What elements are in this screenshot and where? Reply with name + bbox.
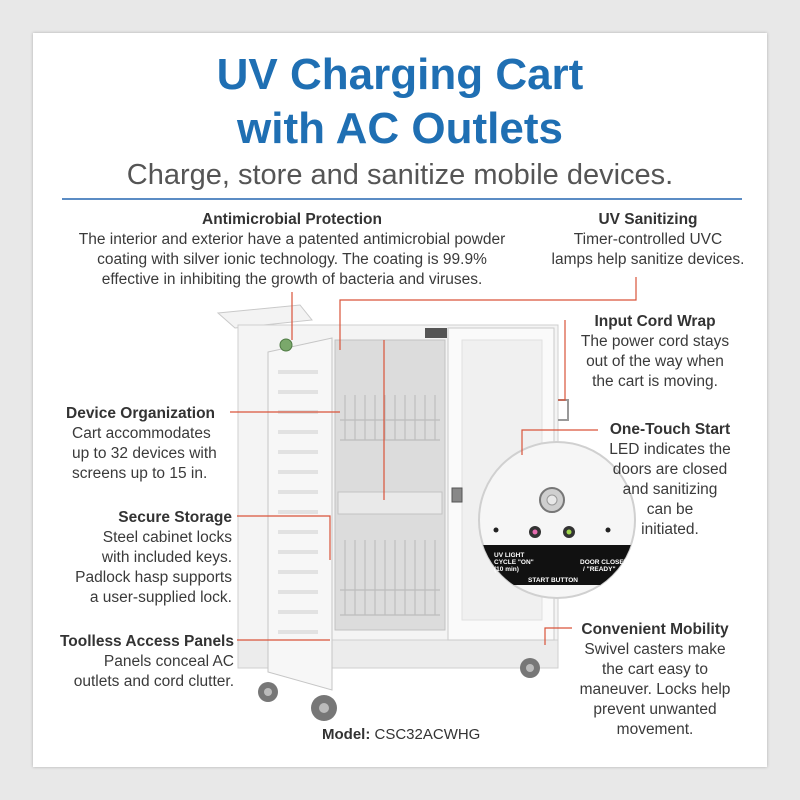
- feature-text-line: maneuver. Locks help: [579, 681, 731, 698]
- start-button-label: START BUTTON: [528, 577, 578, 584]
- feature-text-line: up to 32 devices with: [72, 445, 217, 462]
- feature-title: Secure Storage: [118, 509, 232, 526]
- feature-antimicrobial: Antimicrobial Protection The interior an…: [58, 210, 526, 290]
- feature-text-line: The interior and exterior have a patente…: [78, 231, 506, 248]
- feature-input-cord-wrap: Input Cord Wrap The power cord stays out…: [572, 312, 738, 392]
- feature-text-line: lamps help sanitize devices.: [551, 251, 745, 268]
- page-title-line2: with AC Outlets: [237, 104, 563, 153]
- feature-secure-storage: Secure Storage Steel cabinet locks with …: [58, 508, 232, 608]
- device-slots-lower: [340, 540, 440, 616]
- feature-text-line: screens up to 15 in.: [72, 465, 208, 482]
- feature-text-line: out of the way when: [586, 353, 724, 370]
- feature-device-organization: Device Organization Cart accommodates up…: [66, 404, 236, 484]
- antimicrobial-badge-icon: [279, 338, 293, 352]
- middle-drawer: [337, 491, 443, 515]
- feature-text-line: prevent unwanted: [593, 701, 717, 718]
- feature-one-touch-start: One-Touch Start LED indicates the doors …: [600, 420, 740, 540]
- uv-cycle-label-1: UV LIGHT: [494, 552, 525, 559]
- cord-wrap-hook: [558, 399, 569, 421]
- feature-text-line: Steel cabinet locks: [102, 529, 232, 546]
- feature-text-line: LED indicates the: [609, 441, 731, 458]
- feature-text-line: coating with silver ionic technology. Th…: [97, 251, 487, 268]
- feature-title: Input Cord Wrap: [594, 313, 716, 330]
- uv-cycle-label-3: (10 min): [494, 566, 519, 573]
- door-ready-label-2: / "READY": [583, 566, 616, 573]
- model-number: Model: CSC32ACWHG: [322, 726, 480, 743]
- feature-text-line: doors are closed: [612, 461, 728, 478]
- cart-interior: [334, 339, 446, 631]
- model-label: Model:: [322, 726, 371, 743]
- callout-lines: [230, 277, 637, 645]
- feature-text-line: and sanitizing: [622, 481, 718, 498]
- caster-wheels: [258, 658, 540, 721]
- feature-text-line: movement.: [616, 721, 694, 738]
- feature-convenient-mobility: Convenient Mobility Swivel casters make …: [568, 620, 742, 740]
- feature-text-line: Timer-controlled UVC: [573, 231, 723, 248]
- feature-text-line: initiated.: [641, 521, 699, 538]
- door-ready-label-1: DOOR CLOSED: [580, 559, 629, 566]
- door-lock: [451, 487, 463, 503]
- feature-title: Toolless Access Panels: [59, 633, 234, 650]
- feature-text-line: can be: [646, 501, 694, 518]
- page-subtitle: Charge, store and sanitize mobile device…: [126, 159, 674, 191]
- feature-title: Device Organization: [66, 405, 216, 422]
- feature-text-line: Panels conceal AC: [103, 653, 234, 670]
- feature-title: Convenient Mobility: [581, 621, 729, 638]
- page-title-line1: UV Charging Cart: [216, 50, 584, 99]
- divider: [62, 198, 742, 200]
- feature-text-line: effective in inhibiting the growth of ba…: [101, 271, 483, 288]
- feature-toolless-access: Toolless Access Panels Panels conceal AC…: [52, 632, 234, 692]
- feature-text-line: Swivel casters make: [584, 641, 726, 658]
- brand-logo-badge: [425, 328, 447, 338]
- model-value: CSC32ACWHG: [374, 726, 481, 743]
- feature-title: Antimicrobial Protection: [202, 211, 382, 228]
- cart-top-handle: [216, 304, 313, 329]
- feature-title: UV Sanitizing: [598, 211, 698, 228]
- feature-uv-sanitizing: UV Sanitizing Timer-controlled UVC lamps…: [548, 210, 748, 270]
- feature-text-line: Padlock hasp supports: [75, 569, 232, 586]
- feature-text-line: The power cord stays: [580, 333, 730, 350]
- device-slots-upper: [340, 395, 440, 441]
- feature-text-line: the cart easy to: [602, 661, 708, 678]
- feature-text-line: Cart accommodates: [72, 425, 211, 442]
- feature-text-line: a user-supplied lock.: [89, 589, 232, 606]
- feature-title: One-Touch Start: [609, 421, 731, 438]
- feature-text-line: outlets and cord clutter.: [73, 673, 234, 690]
- feature-text-line: the cart is moving.: [592, 373, 718, 390]
- uv-cycle-label-2: CYCLE "ON": [494, 559, 534, 566]
- feature-text-line: with included keys.: [101, 549, 232, 566]
